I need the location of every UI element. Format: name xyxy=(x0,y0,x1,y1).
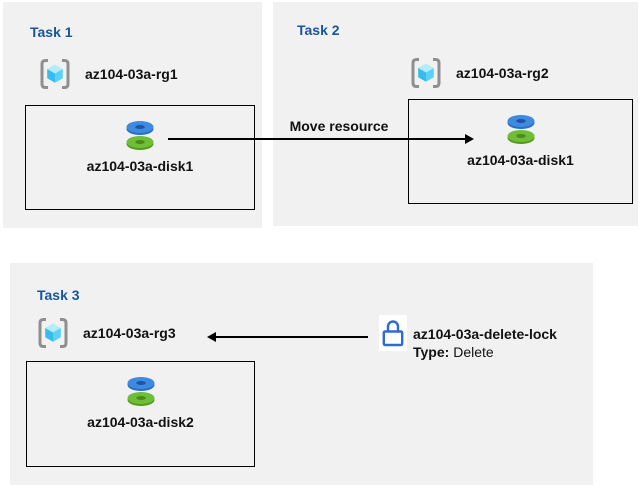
task2-rg-label: az104-03a-rg2 xyxy=(456,65,549,81)
delete-lock-text: az104-03a-delete-lock Type: Delete xyxy=(413,325,557,361)
task1-disk-label: az104-03a-disk1 xyxy=(86,158,194,174)
task2-title: Task 2 xyxy=(297,21,340,38)
delete-lock-name: az104-03a-delete-lock xyxy=(413,326,557,342)
task1-title: Task 1 xyxy=(30,23,73,40)
delete-lock-type-value: Delete xyxy=(453,344,494,360)
delete-lock-type: Type: Delete xyxy=(413,343,557,361)
move-arrow-line xyxy=(168,138,466,140)
task2-disk-label: az104-03a-disk1 xyxy=(467,152,574,168)
task1-rg-label: az104-03a-rg1 xyxy=(85,66,178,82)
task1-panel: Task 1 az104-03a-rg1 az104-03a-disk1 xyxy=(3,2,262,228)
task3-panel: Task 3 az104-03a-rg3 az104-03a-disk2 xyxy=(10,263,593,485)
task2-resource-group: az104-03a-rg2 xyxy=(408,55,549,91)
delete-lock xyxy=(379,315,407,351)
task1-resource-group: az104-03a-rg1 xyxy=(37,56,178,92)
task2-resource-box: az104-03a-disk1 xyxy=(408,99,633,204)
disk-icon xyxy=(127,377,154,406)
task3-title: Task 3 xyxy=(37,286,80,303)
resource-group-icon xyxy=(411,58,441,88)
move-arrow-head-icon xyxy=(465,134,474,144)
task3-resource-box: az104-03a-disk2 xyxy=(26,361,255,467)
disk-icon xyxy=(126,121,154,150)
move-resource-label: Move resource xyxy=(289,118,389,134)
resource-group-icon xyxy=(38,318,68,348)
delete-lock-type-label: Type: xyxy=(413,344,450,360)
resource-group-icon xyxy=(40,59,70,89)
lock-icon xyxy=(382,320,404,347)
lock-arrow-head-icon xyxy=(207,332,216,342)
task1-resource-box: az104-03a-disk1 xyxy=(25,105,255,210)
task3-disk-label: az104-03a-disk2 xyxy=(87,414,194,430)
lock-arrow-line xyxy=(215,336,368,338)
task3-rg-label: az104-03a-rg3 xyxy=(83,325,176,341)
task2-panel: Task 2 az104-03a-rg2 az104-03a-disk1 xyxy=(273,2,638,226)
disk-icon xyxy=(507,115,534,144)
task3-resource-group: az104-03a-rg3 xyxy=(35,315,176,351)
